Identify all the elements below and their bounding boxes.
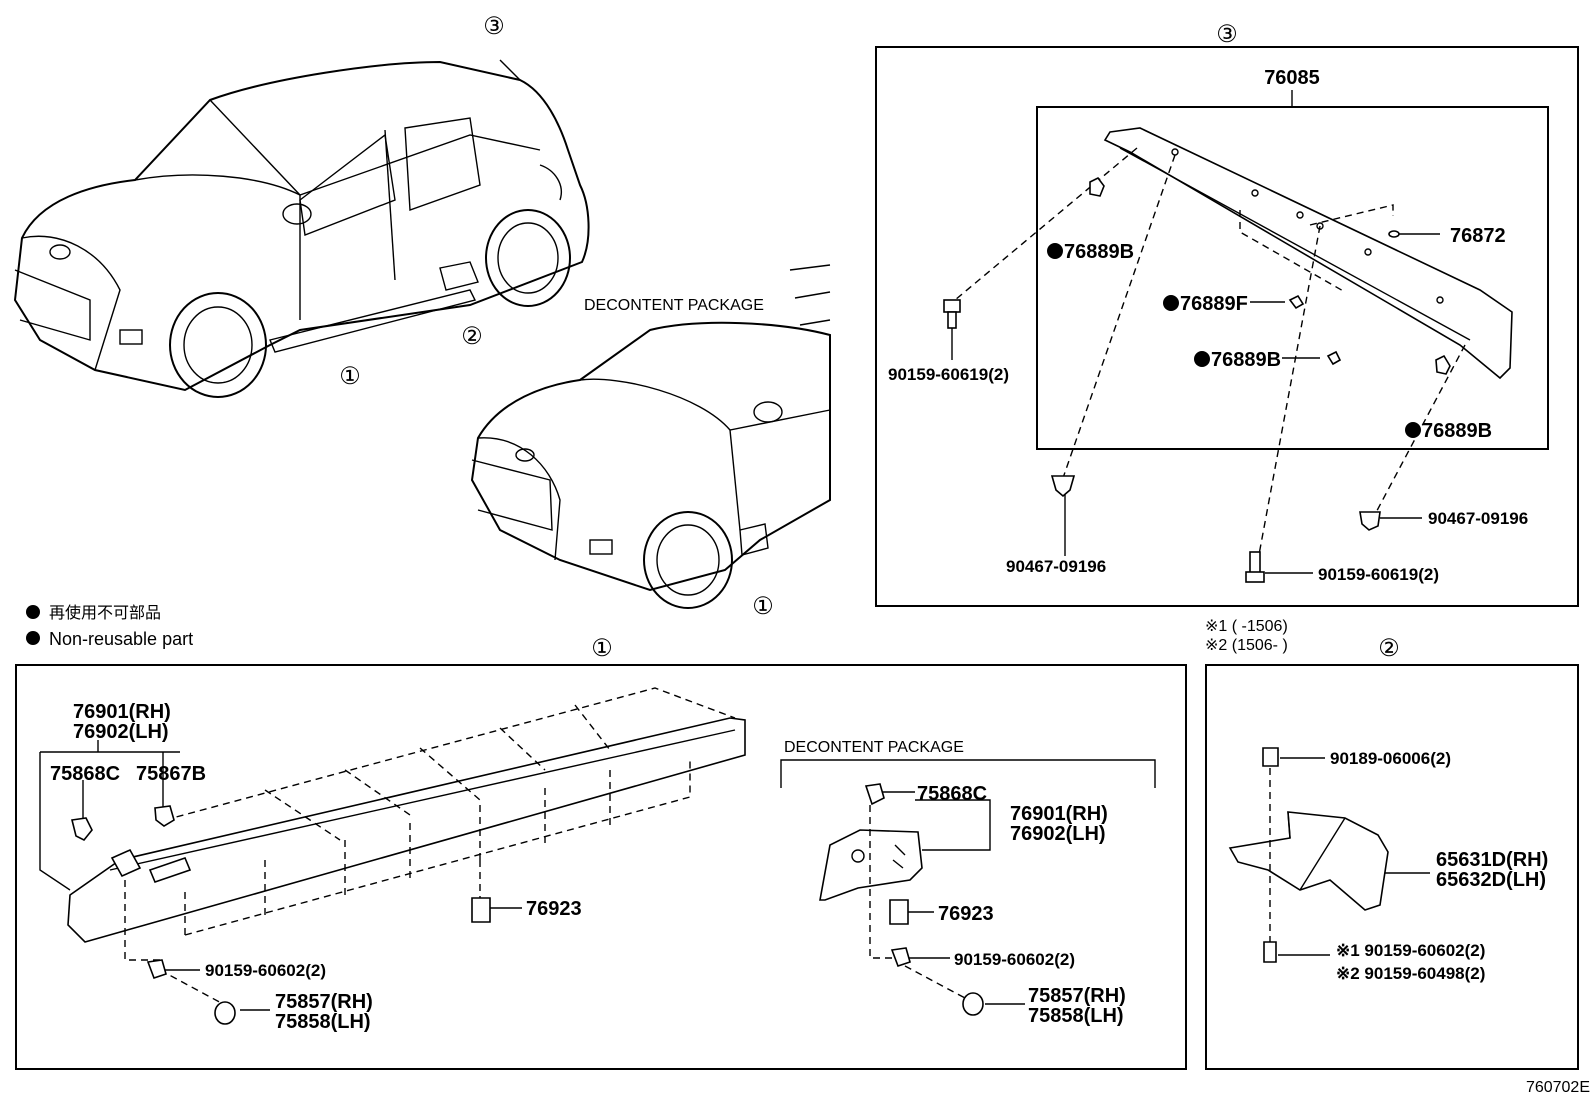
figure-id: 760702E bbox=[1526, 1079, 1590, 1096]
decontent-package-label: DECONTENT PACKAGE bbox=[584, 297, 764, 314]
part-90159-60602-decontent: 90159-60602(2) bbox=[954, 950, 1075, 969]
decontent-bracket bbox=[780, 759, 1156, 788]
callout-1-car: ① bbox=[339, 363, 361, 390]
section-1-frame bbox=[15, 664, 1187, 1070]
part-75858: 75858(LH) bbox=[275, 1011, 371, 1033]
part-90467-09196: 90467-09196 bbox=[1006, 557, 1106, 576]
part-75868C: 75868C bbox=[50, 763, 120, 785]
part-75857-decontent: 75857(RH) bbox=[1028, 985, 1126, 1007]
rocker-panel-drawing bbox=[67, 717, 746, 943]
part-76901-decontent: 76901(RH) bbox=[1010, 803, 1108, 825]
part-76889B: 76889B bbox=[1211, 349, 1281, 371]
part-76902-decontent: 76902(LH) bbox=[1010, 823, 1106, 845]
part-75867B: 75867B bbox=[136, 763, 206, 785]
legend-jp: 再使用不可部品 bbox=[49, 604, 161, 622]
part-90189-06006: 90189-06006(2) bbox=[1330, 749, 1451, 768]
part-76872: 76872 bbox=[1450, 225, 1506, 247]
callout-1-decontent: ① bbox=[752, 593, 774, 620]
part-90467-09196: 90467-09196 bbox=[1428, 509, 1528, 528]
part-75858-decontent: 75858(LH) bbox=[1028, 1005, 1124, 1027]
part-76901: 76901(RH) bbox=[73, 701, 171, 723]
decontent-leaders bbox=[869, 791, 1025, 1005]
note-1: ※1 ( -1506) bbox=[1205, 618, 1288, 635]
section-2-fasteners bbox=[1262, 747, 1279, 963]
part-90159-60602: 90159-60602(2) bbox=[205, 961, 326, 980]
part-75857: 75857(RH) bbox=[275, 991, 373, 1013]
section-2-frame bbox=[1205, 664, 1579, 1070]
decontent-vehicle-drawing bbox=[470, 264, 831, 609]
section-3-fasteners bbox=[943, 176, 1451, 583]
non-reusable-markers bbox=[1047, 243, 1421, 438]
callout-3-section: ③ bbox=[1216, 21, 1238, 48]
part-76889F: 76889F bbox=[1180, 293, 1248, 315]
part-65631D: 65631D(RH) bbox=[1436, 849, 1548, 871]
decontent-package-label: DECONTENT PACKAGE bbox=[784, 739, 964, 756]
callout-2-section: ② bbox=[1378, 635, 1400, 662]
callout-2-car: ② bbox=[461, 323, 483, 350]
part-76923-decontent: 76923 bbox=[938, 903, 994, 925]
part-90159-60498: ※2 90159-60498(2) bbox=[1336, 964, 1485, 983]
part-90159-60602: ※1 90159-60602(2) bbox=[1336, 941, 1485, 960]
section-3-inner-frame bbox=[1036, 106, 1549, 450]
decontent-fasteners bbox=[864, 783, 984, 1016]
vehicle-overview-drawing bbox=[13, 59, 590, 398]
rocker-clip-pattern bbox=[164, 687, 736, 936]
decontent-mudguard-drawing bbox=[819, 829, 923, 901]
legend-en: Non-reusable part bbox=[49, 629, 193, 649]
legend-dot bbox=[26, 631, 40, 645]
callout-1-section: ① bbox=[591, 635, 613, 662]
part-65632D: 65632D(LH) bbox=[1436, 869, 1546, 891]
mudguard-drawing bbox=[1228, 811, 1389, 911]
part-76085: 76085 bbox=[1264, 67, 1320, 89]
note-2: ※2 (1506- ) bbox=[1205, 637, 1288, 654]
part-76902: 76902(LH) bbox=[73, 721, 169, 743]
section-2-leaders bbox=[1269, 757, 1430, 956]
section-3-frame bbox=[875, 46, 1579, 607]
part-76889B: 76889B bbox=[1422, 420, 1492, 442]
section-1-fasteners bbox=[71, 805, 491, 1025]
part-76889B: 76889B bbox=[1064, 241, 1134, 263]
callout-3-top-left: ③ bbox=[483, 13, 505, 40]
part-90159-60619: 90159-60619(2) bbox=[888, 365, 1009, 384]
part-75868C-decontent: 75868C bbox=[917, 783, 987, 805]
rear-spoiler-drawing bbox=[1103, 127, 1513, 380]
part-76923: 76923 bbox=[526, 898, 582, 920]
legend-dot bbox=[26, 605, 40, 619]
part-90159-60619: 90159-60619(2) bbox=[1318, 565, 1439, 584]
